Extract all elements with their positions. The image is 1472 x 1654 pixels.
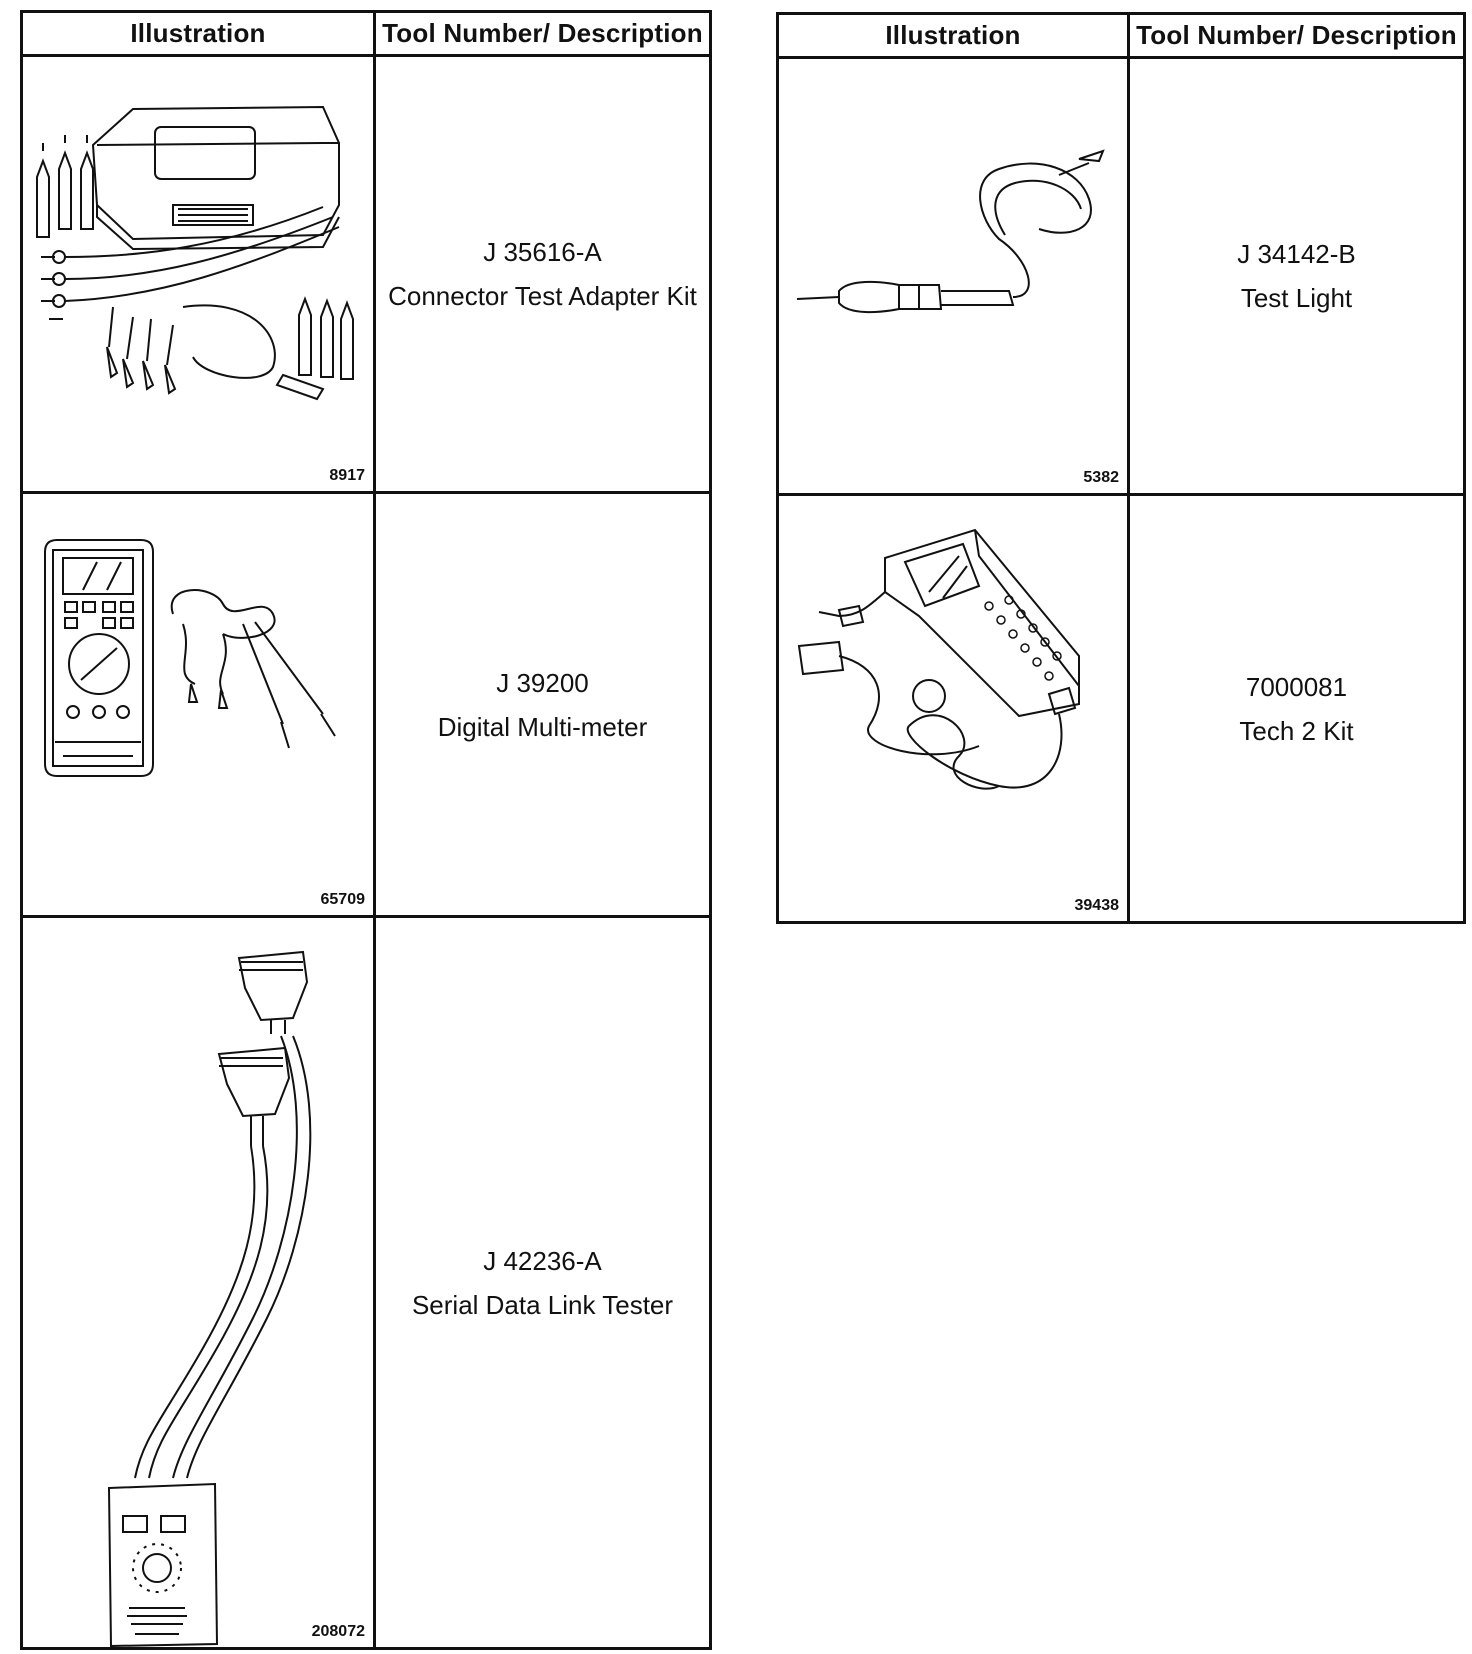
tool-number: J 39200 [496, 667, 589, 698]
serial-data-link-tester-icon [23, 918, 373, 1647]
tool-description: Connector Test Adapter Kit [388, 281, 697, 311]
illustration-cell: 5382 [779, 59, 1127, 493]
connector-test-adapter-kit-icon [23, 57, 373, 491]
tool-description-cell: J 35616-A Connector Test Adapter Kit [376, 57, 709, 491]
figure-number: 5382 [1083, 469, 1119, 486]
tool-number: J 42236-A [483, 1245, 602, 1276]
tool-number: J 35616-A [483, 237, 602, 267]
tool-table-right: Illustration Tool Number/ Description 53… [776, 12, 1466, 924]
figure-number: 65709 [320, 891, 366, 908]
tool-number: J 34142-B [1237, 239, 1356, 269]
tool-description: Digital Multi-meter [437, 711, 648, 742]
tool-description-cell: J 42236-A Serial Data Link Tester [376, 918, 709, 1647]
header-tool-description: Tool Number/ Description [376, 13, 709, 57]
row-divider [779, 493, 1463, 496]
figure-number: 39438 [1074, 897, 1120, 914]
tool-description-cell: 7000081 Tech 2 Kit [1130, 496, 1463, 921]
tool-description-cell: J 39200 Digital Multi-meter [376, 494, 709, 915]
header-illustration: Illustration [23, 13, 373, 57]
tool-description-cell: J 34142-B Test Light [1130, 59, 1463, 493]
tool-description: Serial Data Link Tester [411, 1289, 674, 1320]
header-tool-description: Tool Number/ Description [1130, 15, 1463, 59]
test-light-icon [779, 59, 1127, 493]
tool-description: Tech 2 Kit [1239, 715, 1354, 746]
figure-number: 8917 [329, 467, 365, 484]
tool-table-left: Illustration Tool Number/ Description [20, 10, 712, 1650]
figure-number: 208072 [311, 1623, 365, 1640]
header-illustration: Illustration [779, 15, 1127, 59]
tech-2-kit-icon [779, 496, 1127, 921]
tool-description: Test Light [1240, 283, 1353, 313]
row-divider [23, 915, 709, 918]
illustration-cell: 65709 [23, 494, 373, 915]
tool-number: 7000081 [1245, 671, 1348, 702]
column-divider [373, 13, 376, 1647]
illustration-cell: 39438 [779, 496, 1127, 921]
row-divider [23, 491, 709, 494]
illustration-cell: 208072 [23, 918, 373, 1647]
column-divider [1127, 15, 1130, 921]
illustration-cell: 8917 [23, 57, 373, 491]
digital-multimeter-icon [23, 494, 373, 915]
